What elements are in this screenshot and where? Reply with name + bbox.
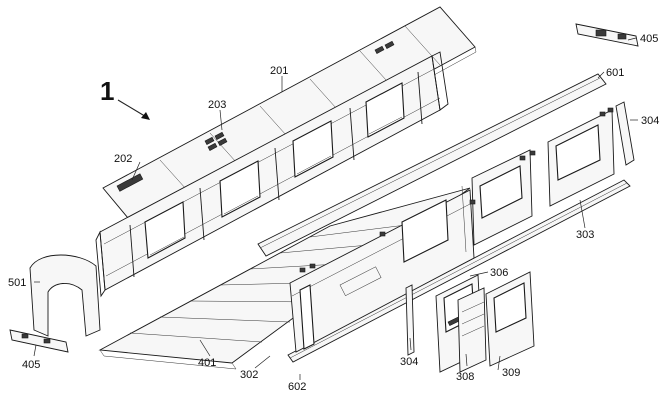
wall-window xyxy=(365,82,405,138)
end-coupler-405-top xyxy=(575,23,639,47)
label-401: 401 xyxy=(198,357,216,369)
door-window xyxy=(401,199,449,263)
label-304-bottom: 304 xyxy=(400,356,418,368)
wall-window xyxy=(219,160,261,218)
door-leaf-309 xyxy=(485,271,535,367)
bottom-sill-602 xyxy=(287,179,631,363)
label-304-right: 304 xyxy=(641,115,659,127)
label-405-top: 405 xyxy=(640,33,658,45)
wall-window xyxy=(292,120,334,178)
label-405-bottom: 405 xyxy=(22,359,40,371)
label-303: 303 xyxy=(576,229,594,241)
assembly-arrow-icon xyxy=(117,99,150,120)
wall-window xyxy=(144,201,186,259)
label-201: 201 xyxy=(270,65,288,77)
leader-lines xyxy=(33,37,638,380)
label-501: 501 xyxy=(8,277,26,289)
side-wall-module-303 xyxy=(461,109,615,253)
door-wall-302 xyxy=(289,189,475,353)
label-602: 602 xyxy=(288,381,306,393)
assembly-number: 1 xyxy=(100,76,114,106)
label-601: 601 xyxy=(606,67,624,79)
end-coupler-405 xyxy=(9,329,69,353)
label-309: 309 xyxy=(502,367,520,379)
door-leaf-308 xyxy=(457,287,487,373)
label-308: 308 xyxy=(456,371,474,383)
side-wall-203 xyxy=(95,51,449,298)
roof-panel-201 xyxy=(102,6,477,237)
label-306: 306 xyxy=(490,267,508,279)
label-203: 203 xyxy=(208,99,226,111)
door-post-304 xyxy=(405,101,635,356)
label-202: 202 xyxy=(114,153,132,165)
part-labels: 201 203 202 601 405 304 303 306 304 308 … xyxy=(8,33,659,393)
label-302: 302 xyxy=(240,369,258,381)
mounting-brackets xyxy=(299,107,614,273)
roof-side-rail-601 xyxy=(257,73,607,257)
roof-hatch-202 xyxy=(116,173,144,192)
end-frame-501 xyxy=(29,254,101,337)
